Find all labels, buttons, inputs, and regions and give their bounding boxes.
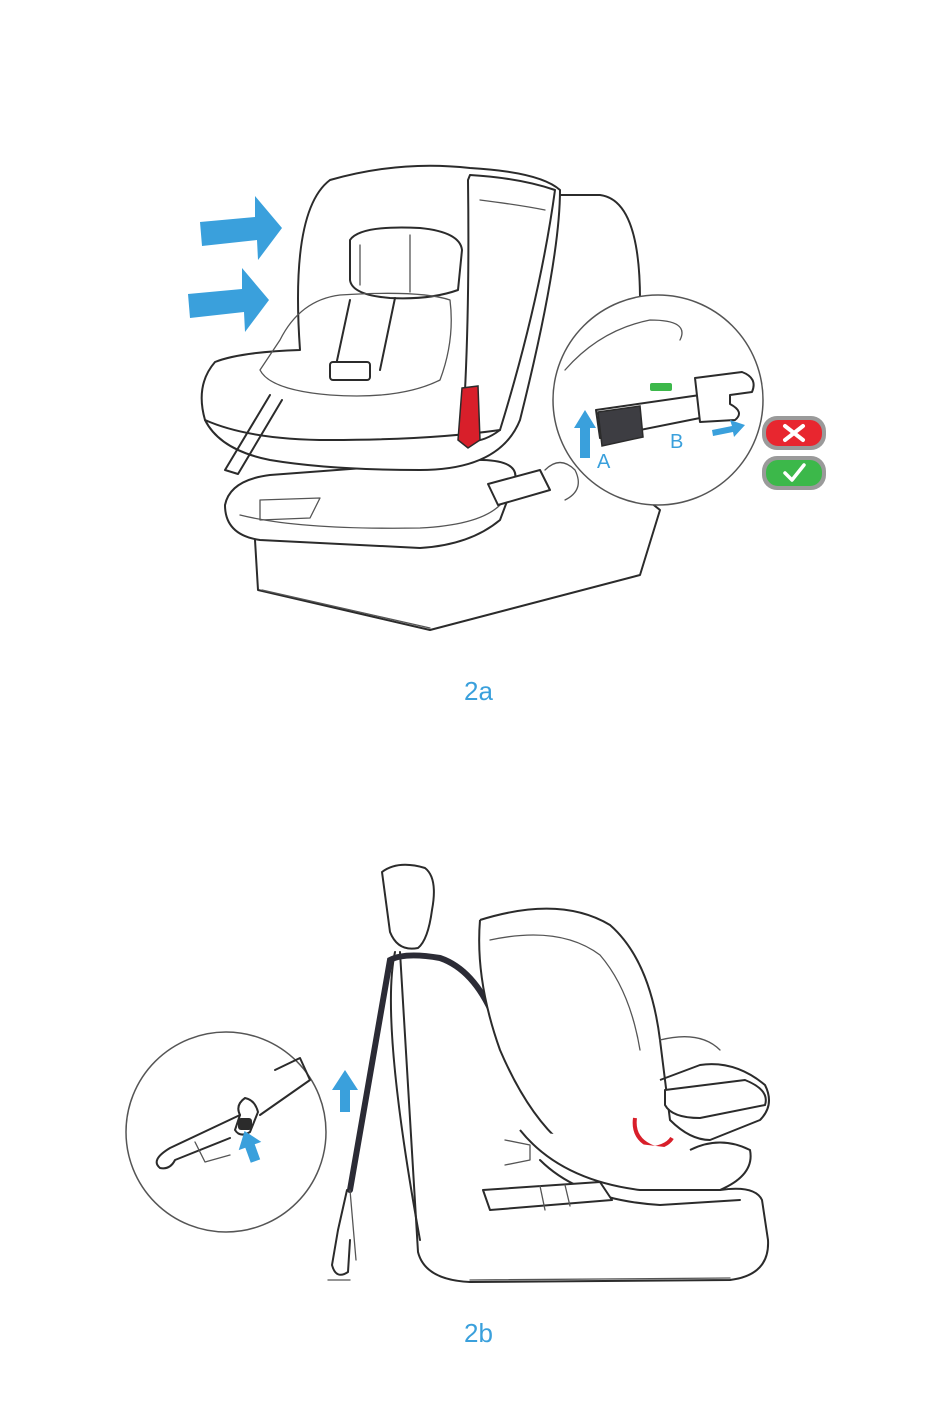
green-indicator bbox=[650, 383, 672, 391]
push-arrow-icon bbox=[188, 268, 269, 332]
isofix-base bbox=[225, 460, 578, 548]
push-arrow-icon bbox=[200, 196, 282, 260]
figure-2b: 2b bbox=[0, 720, 950, 1414]
red-indicator bbox=[458, 386, 480, 448]
figure-caption-2b: 2b bbox=[464, 1318, 493, 1349]
detail-label-a: A bbox=[597, 451, 611, 473]
top-tether-strap bbox=[332, 955, 495, 1274]
figure-2a: A B 2a bbox=[0, 0, 950, 720]
arrow-up-icon bbox=[332, 1070, 358, 1112]
push-arrows bbox=[188, 196, 282, 332]
detail-circle-tether-hook bbox=[126, 1032, 326, 1232]
figure-caption-2a: 2a bbox=[464, 676, 493, 707]
illustration-2a: A B bbox=[0, 0, 950, 720]
illustration-2b bbox=[0, 720, 950, 1414]
status-wrong bbox=[762, 416, 826, 450]
detail-circle-latch: A B bbox=[553, 295, 763, 505]
child-seat bbox=[479, 909, 769, 1210]
status-correct bbox=[762, 456, 826, 490]
detail-label-b: B bbox=[670, 431, 683, 453]
